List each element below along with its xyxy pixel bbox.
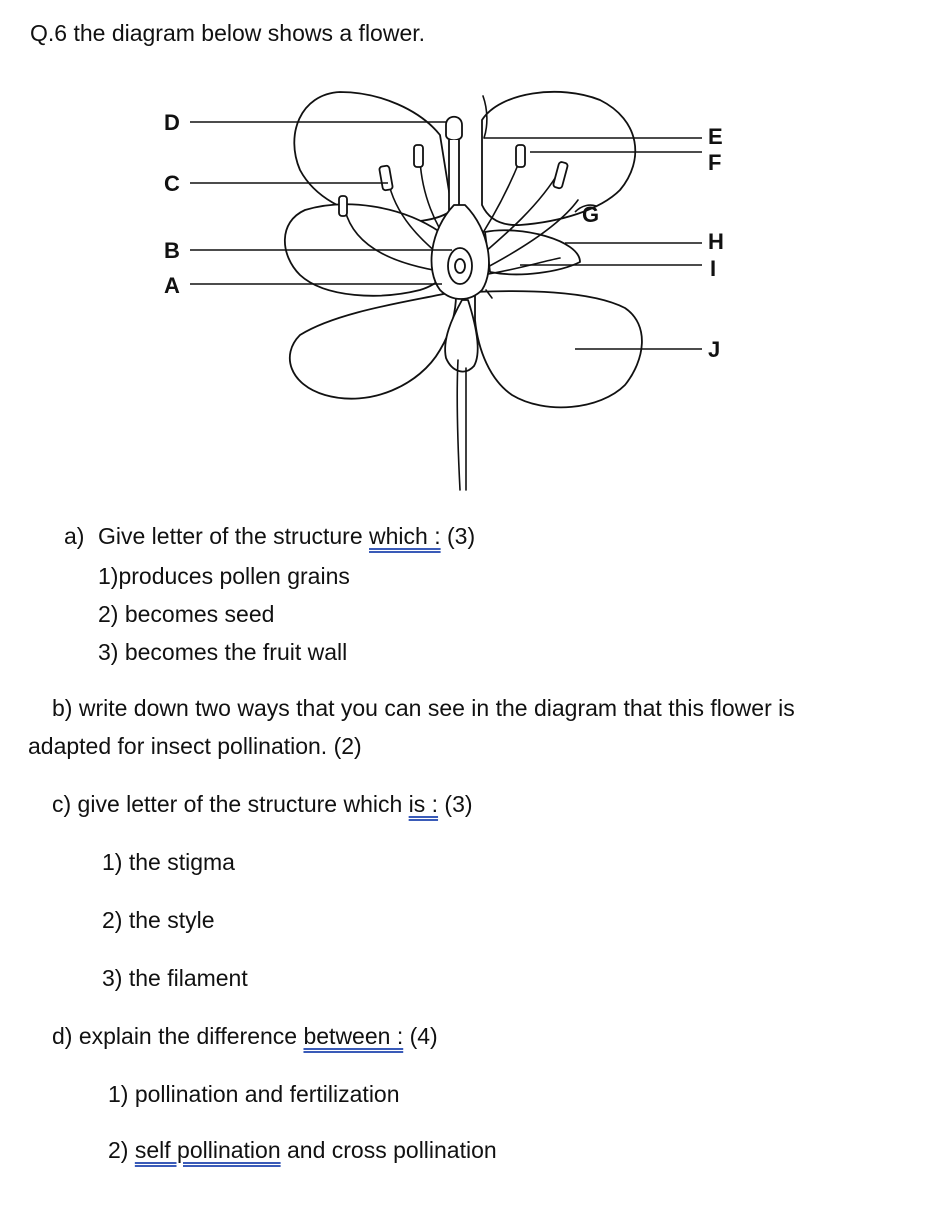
sepal (444, 299, 479, 373)
label-a: A (164, 273, 180, 298)
part-b-line-2: adapted for insect pollination. (2) (28, 733, 362, 759)
label-j: J (708, 337, 720, 362)
part-c-item-2: 2) the style (102, 907, 215, 933)
part-c-item-3: 3) the filament (102, 965, 248, 991)
label-h: H (708, 229, 724, 254)
part-c-item-1: 1) the stigma (102, 849, 235, 875)
part-d-item-2: 2) self pollination and cross pollinatio… (108, 1137, 497, 1163)
stem (456, 359, 461, 491)
petal-bottom-right (474, 290, 643, 409)
part-d-item-1: 1) pollination and fertilization (108, 1081, 400, 1107)
stigma (445, 115, 463, 142)
style (448, 140, 460, 211)
part-b-line-1: b) write down two ways that you can see … (52, 695, 795, 721)
label-b: B (164, 238, 180, 263)
label-c: C (164, 171, 180, 196)
part-d-question: d) explain the difference between : (4) (52, 1023, 438, 1049)
part-a-item-3: 3) becomes the fruit wall (98, 639, 348, 665)
part-c-question: c) give letter of the structure which is… (52, 791, 473, 817)
petal-top-right (481, 90, 637, 226)
label-f: F (708, 150, 721, 175)
part-a-item-2: 2) becomes seed (98, 601, 275, 627)
label-e: E (708, 124, 723, 149)
leader-lines (190, 121, 702, 350)
label-i: I (710, 256, 716, 281)
petal-right (484, 229, 581, 276)
label-d: D (164, 110, 180, 135)
part-a-prefix: a) (64, 523, 85, 549)
part-a-question: Give letter of the structure which : (3) (98, 523, 476, 549)
part-a-item-1: 1)produces pollen grains (98, 563, 350, 589)
petal-bottom-left (289, 291, 457, 400)
label-g: G (582, 202, 599, 227)
question-title: Q.6 the diagram below shows a flower. (30, 20, 426, 46)
flower-diagram: D C B A E F G H I J (164, 90, 724, 491)
